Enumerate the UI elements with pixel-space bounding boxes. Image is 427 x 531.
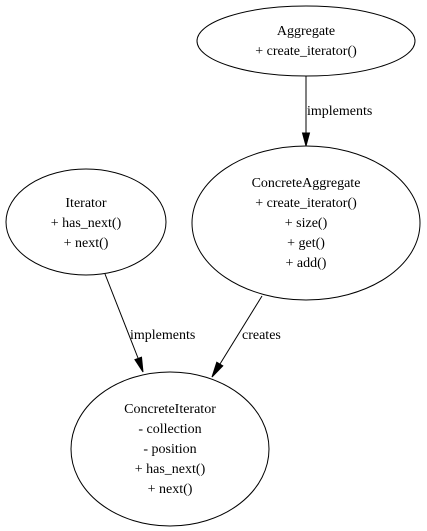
node-iterator-line-3: + next() xyxy=(64,236,109,251)
node-concrete-iterator-line-2: - collection xyxy=(138,422,201,437)
node-iterator-line-2: + has_next() xyxy=(51,216,122,231)
node-concrete-aggregate-line-1: ConcreteAggregate xyxy=(252,176,361,191)
arrowhead xyxy=(301,132,311,148)
edge-iterator-to-concrete-iterator: implements xyxy=(104,273,195,373)
edge-concrete-aggregate-to-concrete-iterator: creates xyxy=(211,295,281,378)
node-iterator-shape xyxy=(5,168,167,276)
arrowhead xyxy=(134,356,144,373)
edge-label-implements-aggregate: implements xyxy=(307,104,372,119)
arrowhead xyxy=(211,361,224,378)
edge-line xyxy=(104,273,139,359)
node-concrete-aggregate-line-4: + get() xyxy=(287,236,325,251)
node-iterator-line-1: Iterator xyxy=(65,196,107,211)
node-aggregate-line-1: Aggregate xyxy=(277,24,335,39)
node-aggregate: Aggregate + create_iterator() xyxy=(196,5,416,77)
edge-label-creates: creates xyxy=(242,328,281,343)
node-concrete-aggregate-shape xyxy=(191,145,421,301)
node-concrete-iterator-line-3: - position xyxy=(143,442,196,457)
node-concrete-iterator-line-5: + next() xyxy=(148,482,193,497)
node-concrete-iterator-shape xyxy=(70,371,270,527)
edge-label-implements-iterator: implements xyxy=(130,328,195,343)
node-concrete-aggregate-line-5: + add() xyxy=(286,256,327,271)
node-concrete-iterator-line-1: ConcreteIterator xyxy=(124,402,216,417)
node-aggregate-line-2: + create_iterator() xyxy=(255,44,357,59)
node-concrete-aggregate-line-3: + size() xyxy=(285,216,328,231)
node-concrete-aggregate: ConcreteAggregate + create_iterator() + … xyxy=(191,145,421,301)
node-concrete-aggregate-line-2: + create_iterator() xyxy=(255,196,357,211)
node-aggregate-shape xyxy=(196,5,416,77)
edge-aggregate-to-concrete-aggregate: implements xyxy=(301,76,372,148)
node-iterator: Iterator + has_next() + next() xyxy=(5,168,167,276)
node-concrete-iterator: ConcreteIterator - collection - position… xyxy=(70,371,270,527)
edge-line xyxy=(219,295,263,365)
node-concrete-iterator-line-4: + has_next() xyxy=(135,462,206,477)
